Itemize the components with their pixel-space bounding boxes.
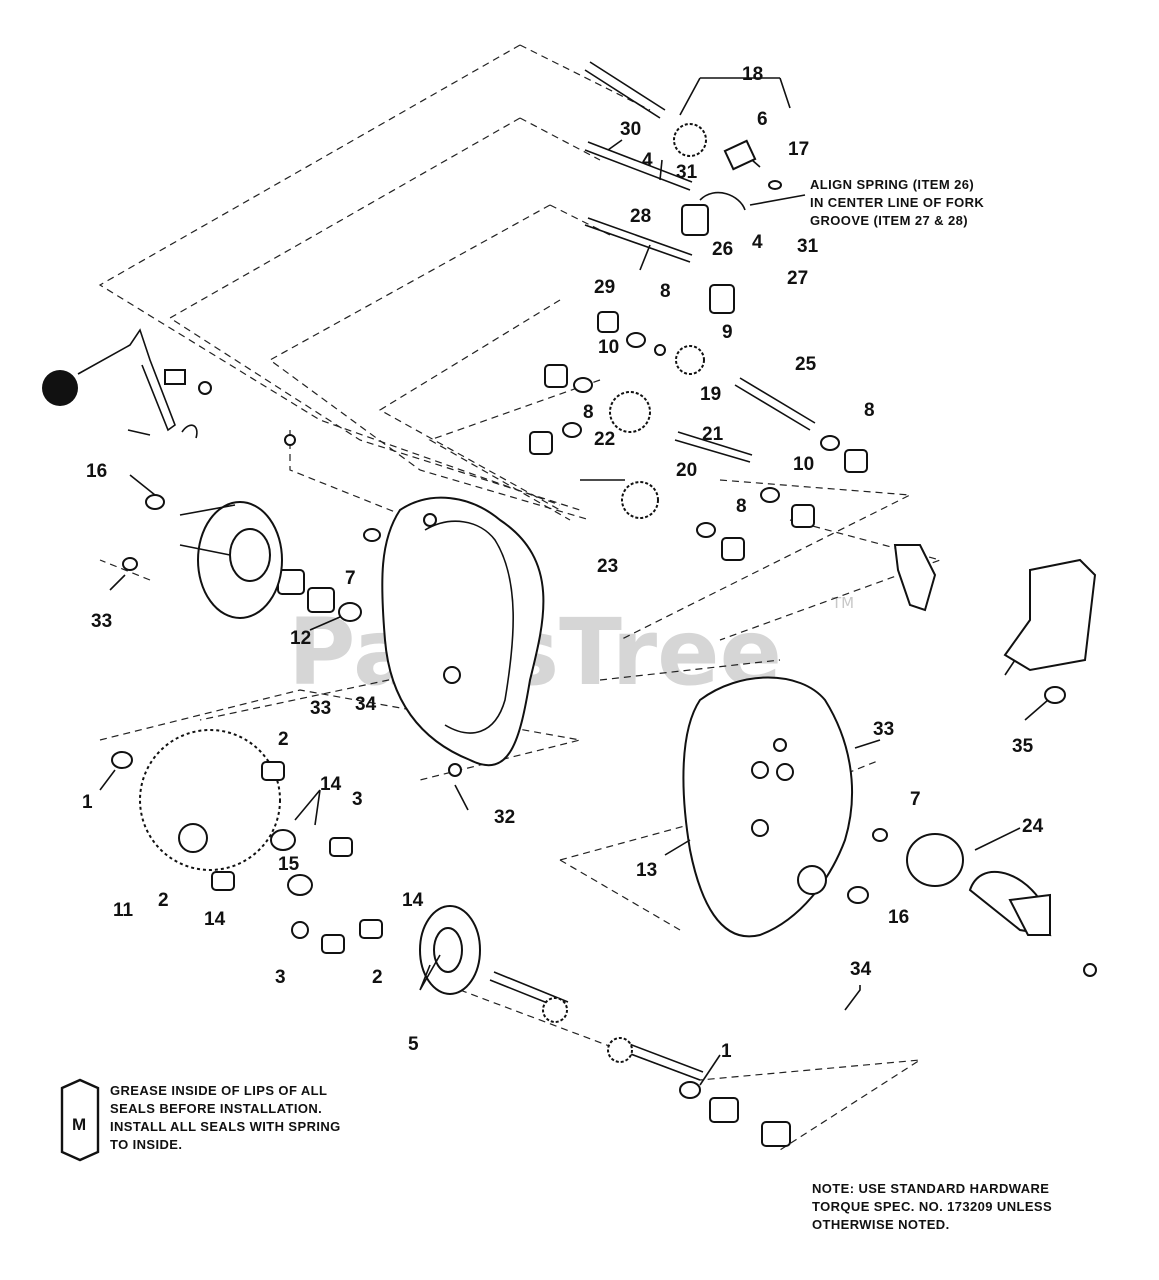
callout-8-c[interactable]: 8 (864, 400, 875, 421)
shift-lever (42, 328, 296, 446)
callout-19[interactable]: 19 (700, 384, 721, 405)
callout-20[interactable]: 20 (676, 460, 697, 481)
callout-22[interactable]: 22 (594, 429, 615, 450)
left-housing (381, 496, 545, 777)
shift-knob-icon (42, 370, 78, 406)
callout-13[interactable]: 13 (636, 860, 657, 881)
callout-18[interactable]: 18 (742, 64, 763, 85)
grease-icon-letter: M (72, 1115, 86, 1134)
callout-15[interactable]: 15 (278, 854, 300, 875)
callout-5[interactable]: 5 (408, 1034, 419, 1055)
leader-lines (99, 77, 1049, 1086)
gears (139, 123, 707, 1063)
callout-4-b[interactable]: 4 (752, 232, 763, 253)
callout-30[interactable]: 30 (620, 119, 641, 140)
callout-11[interactable]: 11 (113, 900, 134, 921)
callout-9[interactable]: 9 (722, 322, 733, 343)
grease-note-icon: M (60, 1078, 100, 1162)
callout-8-d[interactable]: 8 (736, 496, 747, 517)
callout-34-b[interactable]: 34 (850, 959, 872, 980)
callout-16[interactable]: 16 (86, 461, 107, 482)
callout-32[interactable]: 32 (494, 807, 515, 828)
align-spring-note: ALIGN SPRING (ITEM 26) IN CENTER LINE OF… (810, 177, 985, 228)
callout-7-b[interactable]: 7 (910, 789, 921, 810)
small-parts (111, 139, 1097, 1147)
callout-33-c[interactable]: 33 (873, 719, 894, 740)
callout-14-c[interactable]: 14 (402, 890, 424, 911)
shafts (489, 61, 816, 1081)
assembly-guide-lines (98, 44, 942, 1151)
grease-seals-note: GREASE INSIDE OF LIPS OF ALL SEALS BEFOR… (110, 1083, 341, 1152)
callout-31[interactable]: 31 (676, 162, 698, 183)
callout-10-b[interactable]: 10 (793, 454, 814, 475)
callout-2[interactable]: 2 (278, 729, 289, 750)
callout-24[interactable]: 24 (1022, 816, 1044, 837)
callout-7[interactable]: 7 (345, 568, 356, 589)
callout-27[interactable]: 27 (787, 268, 808, 289)
callout-numbers: 18 6 17 30 4 31 28 26 4 31 27 29 8 9 10 … (82, 64, 1044, 1062)
callout-1-b[interactable]: 1 (721, 1041, 732, 1062)
callout-25[interactable]: 25 (795, 354, 817, 375)
hardware-torque-note: NOTE: USE STANDARD HARDWARE TORQUE SPEC.… (812, 1181, 1053, 1232)
lever-bracket (164, 369, 186, 385)
callout-10[interactable]: 10 (598, 337, 619, 358)
callout-3-b[interactable]: 3 (275, 967, 286, 988)
callout-12[interactable]: 12 (290, 628, 311, 649)
callout-8[interactable]: 8 (660, 281, 671, 302)
callout-31-b[interactable]: 31 (797, 236, 819, 257)
callout-8-b[interactable]: 8 (583, 402, 594, 423)
right-housing (682, 676, 854, 938)
large-ring-gear (139, 729, 281, 871)
callout-33-b[interactable]: 33 (310, 698, 331, 719)
callout-23[interactable]: 23 (597, 556, 618, 577)
callout-6[interactable]: 6 (757, 109, 768, 130)
callout-26[interactable]: 26 (712, 239, 733, 260)
watermark-tm: TM (831, 594, 854, 612)
callout-14-b[interactable]: 14 (204, 909, 226, 930)
callout-3[interactable]: 3 (352, 789, 363, 810)
callout-35[interactable]: 35 (1012, 736, 1034, 757)
hubs-and-housings (179, 501, 1052, 995)
callout-29[interactable]: 29 (594, 277, 615, 298)
callout-16-b[interactable]: 16 (888, 907, 909, 928)
callout-4[interactable]: 4 (642, 150, 653, 171)
callout-17[interactable]: 17 (788, 139, 809, 160)
callout-14[interactable]: 14 (320, 774, 342, 795)
callout-34[interactable]: 34 (355, 694, 377, 715)
callout-21[interactable]: 21 (702, 424, 724, 445)
callout-2-c[interactable]: 2 (372, 967, 383, 988)
brackets (893, 544, 1097, 676)
callout-33[interactable]: 33 (91, 611, 112, 632)
callout-28[interactable]: 28 (630, 206, 651, 227)
callout-1[interactable]: 1 (82, 792, 93, 813)
callout-2-b[interactable]: 2 (158, 890, 169, 911)
